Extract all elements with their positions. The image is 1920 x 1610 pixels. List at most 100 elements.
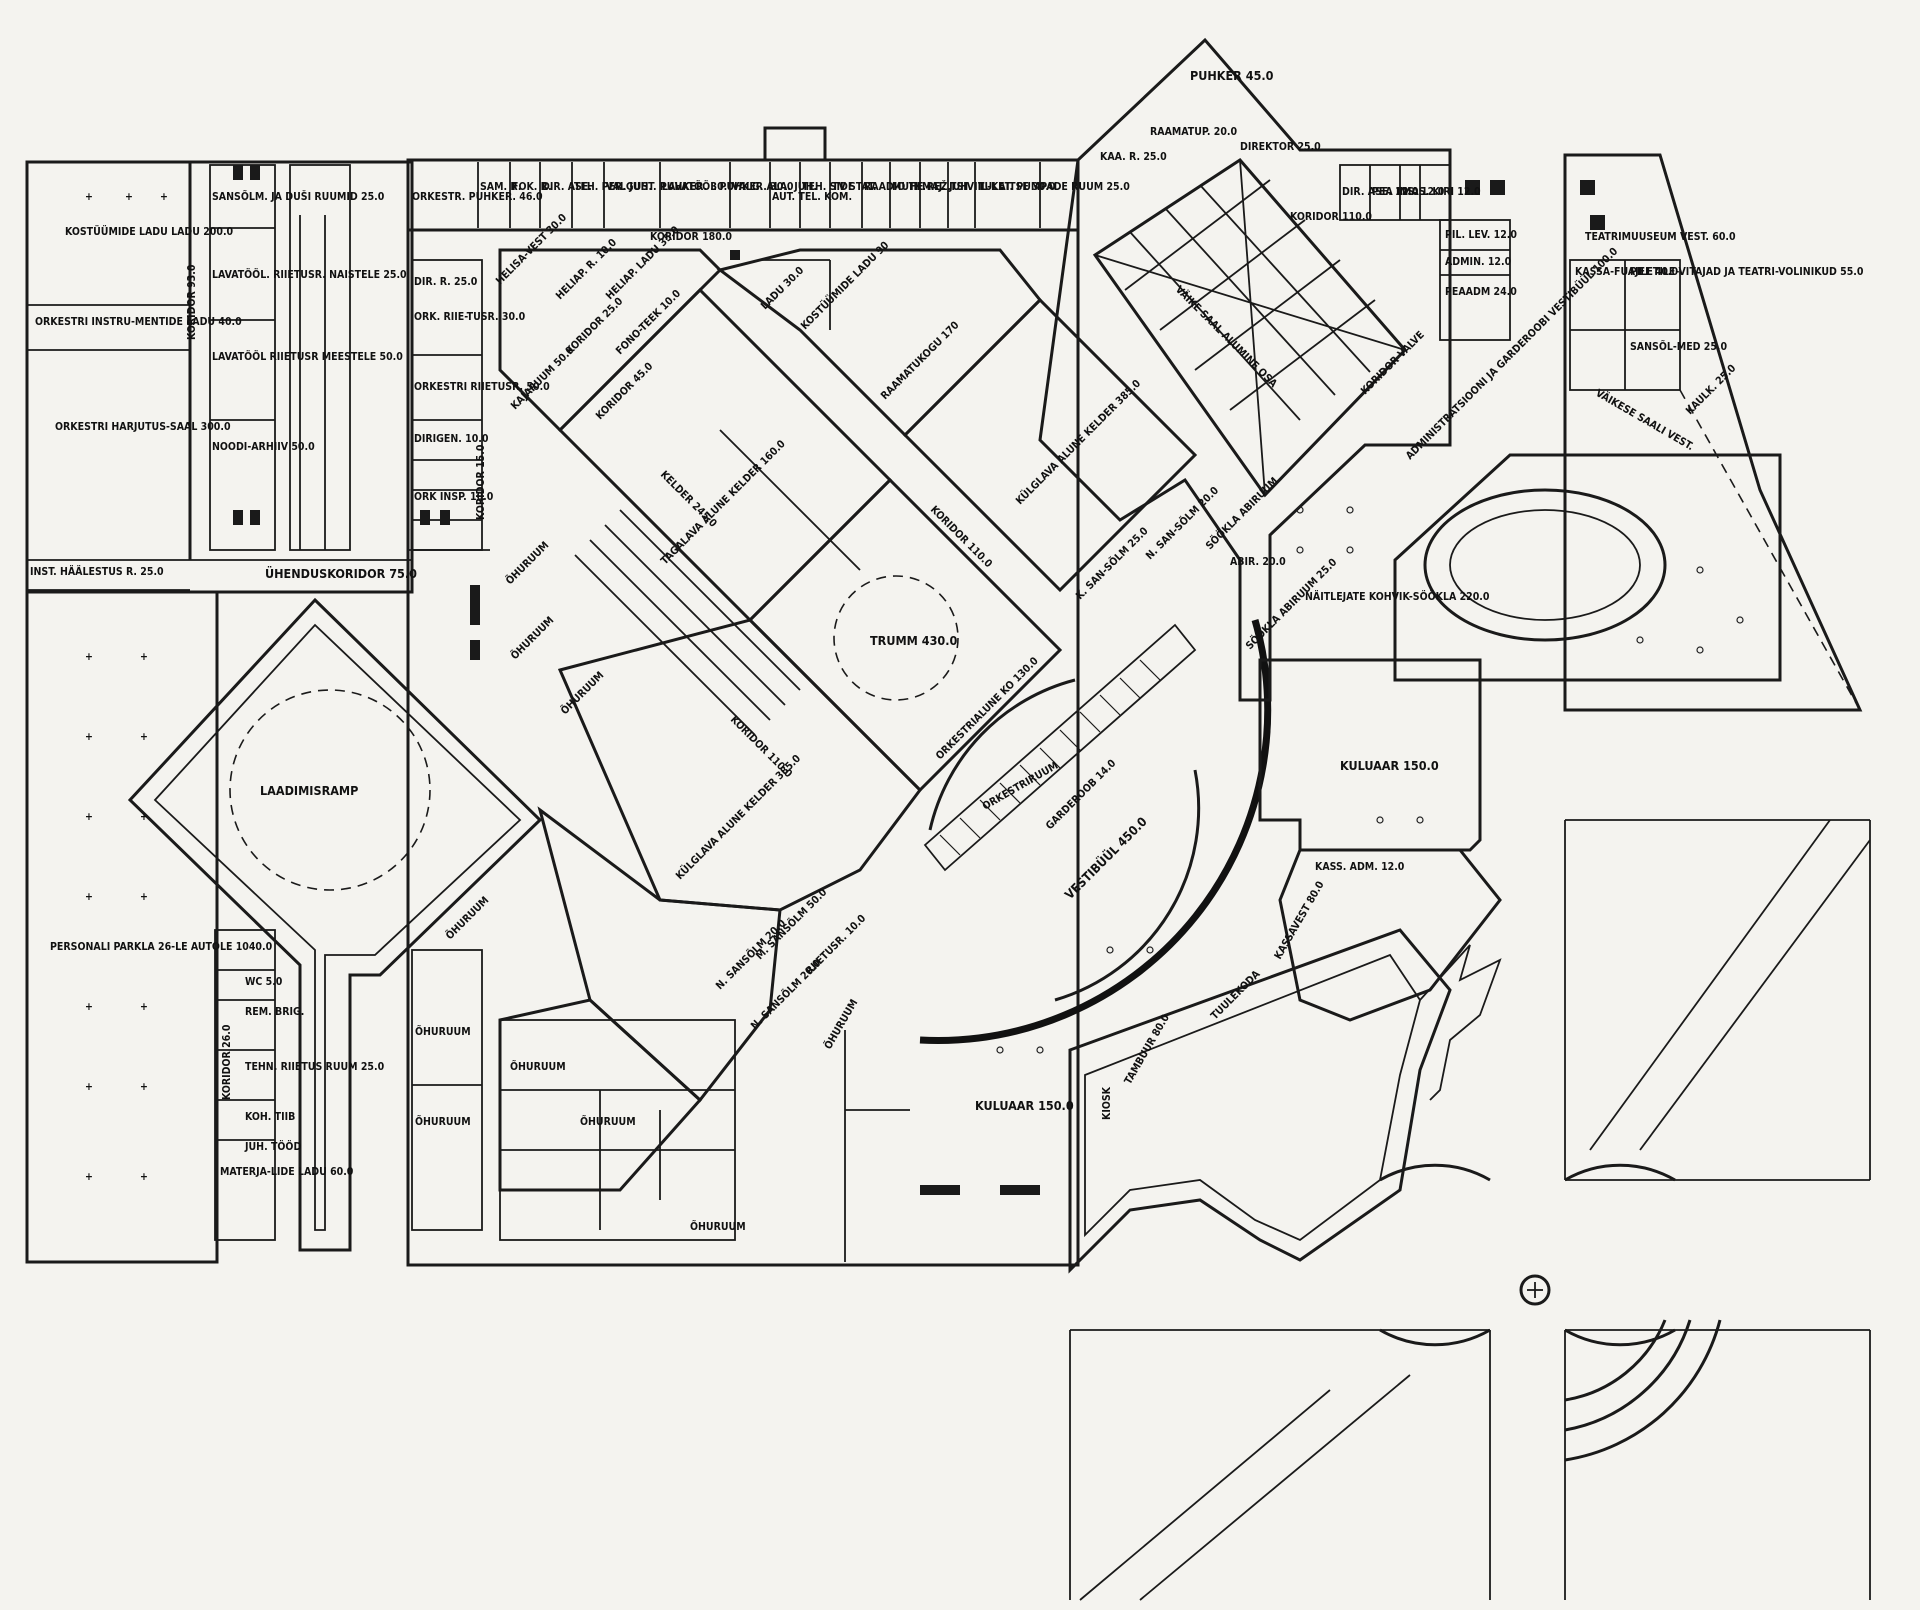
label-pea-ins: PEA INS. 12.0 (1372, 186, 1445, 198)
label-noodiarhiiv: NOODI-ARHIIV 50.0 (212, 441, 315, 453)
vestibule-curve (919, 619, 1272, 1044)
label-orkestr-puhker: ORKESTR. PUHKER. 46.0 (412, 191, 543, 203)
label-kaa-r: KAA. R. 25.0 (1100, 151, 1167, 163)
svg-text:+: + (85, 1171, 93, 1183)
label-riietusr: RIIETUSR. 10.0 (804, 912, 869, 977)
label-kuluaar-b: KULUAAR 150.0 (975, 1098, 1074, 1113)
small-hall-gridlines (1094, 159, 1406, 496)
compass-marker (1519, 1274, 1551, 1306)
label-personali-parkla: PERSONALI PARKLA 26-LE AUTOLE 1040.0 (50, 941, 273, 953)
label-sam-r: SAM. R. (480, 181, 521, 193)
label-kass-adm: KASS. ADM. 12.0 (1315, 861, 1405, 873)
label-koh-tiib: KOH. TIIB (245, 1111, 295, 1123)
label-kylglava-l: KÜLGLAVA ALUNE KELDER 385.0 (672, 751, 803, 882)
label-juhatood: JUH. TÖÖD (244, 1139, 301, 1153)
label-tsiviil-kaitse: TSIVIIL-KAITSE 30.0 (950, 181, 1056, 193)
label-raadio-tk: RAADIO TK. (864, 181, 926, 193)
label-kajaruum: KAJARUUM 50.0 (509, 344, 577, 412)
svg-text:+: + (85, 731, 93, 743)
label-sookla-abir2: SÖÖKLA ABIRUUM 25.0 (1242, 555, 1339, 652)
label-ohuruum-8: ÕHURUUM (580, 1115, 636, 1128)
label-direktor: DIREKTOR 25.0 (1240, 141, 1321, 153)
label-kassavest: KASSAVEST 80.0 (1272, 879, 1327, 962)
label-k-sans: K. SAN-SÕLM 25.0 (1073, 524, 1151, 602)
label-heliap-ladu: HELIAP. LADU 35.0 (604, 224, 682, 302)
label-ohuruum-2: ÕHURUUM (508, 614, 557, 663)
svg-text:+: + (125, 191, 133, 203)
roof-access (763, 126, 827, 162)
label-ladu-30: LADU 30.0 (759, 264, 807, 312)
label-sansolmed: SANSÕL-MED 25.0 (1630, 340, 1728, 353)
label-lavatool-puhker: LAVATÖÖL PUHKER. 30.0 (662, 179, 794, 193)
label-kassafuajee: KASSA-FUAJEE 40.0 (1575, 266, 1679, 278)
label-kuluaar-r: KULUAAR 150.0 (1340, 758, 1439, 773)
label-fono-teek: FONO-TEEK 10.0 (614, 287, 684, 357)
label-muhe-rez: MUHE REŽ. (892, 180, 951, 193)
stair-treads (939, 659, 1161, 856)
label-piletilevitajad: PILETILE-VITAJAD JA TEATRI-VOLINIKUD 55.… (1630, 266, 1864, 278)
label-kiosk: KIOSK (1101, 1086, 1113, 1120)
label-koridor-93: KORIDOR 93.0 (186, 264, 198, 340)
label-kostyymide-ladu-90: KOSTÜÜMIDE LADU 90 (797, 238, 892, 333)
label-n-sansolm: N. SANSÕLM 20.0 (713, 916, 789, 992)
label-koridor-26: KORIDOR 26.0 (221, 1024, 233, 1100)
ramp-circle (229, 689, 431, 891)
label-teh-per-juh: TEH. PER. JUH. (574, 181, 652, 193)
label-orkestri-instr: ORKESTRI INSTRU-MENTIDE LADU 40.0 (35, 316, 242, 328)
label-ohuruum-1: ÕHURUUM (503, 539, 552, 588)
svg-text:+: + (140, 651, 148, 663)
label-laadimisramp: LAADIMISRAMP (260, 783, 358, 798)
label-koridor-45: KORIDOR 45.0 (594, 360, 656, 422)
label-peaadm: PEAADM 24.0 (1445, 286, 1517, 298)
label-raamatup: RAAMATUP. 20.0 (1150, 126, 1238, 138)
label-orkestri-riietusr: ORKESTRI RIIETUSR. 50.0 (414, 381, 550, 393)
svg-text:+: + (85, 891, 93, 903)
label-ork-riietusr: ORK. RIIE-TUSR. 30.0 (414, 311, 526, 323)
svg-text:+: + (140, 731, 148, 743)
label-koridor-110-top: KORIDOR 110.0 (1290, 211, 1372, 223)
label-tehnilise: TEHN. RIIETUS RUUM 25.0 (245, 1061, 385, 1073)
label-materjalide-ladu: MATERJA-LIDE LADU 60.0 (220, 1166, 354, 1178)
label-ohuruum-3: ÕHURUUM (558, 669, 607, 718)
svg-text:+: + (85, 1081, 93, 1093)
svg-text:+: + (140, 1081, 148, 1093)
label-rem-brig: REM. BRIG. (245, 1006, 304, 1018)
label-sansolm: SANSÕLM. JA DUŠI RUUMID 25.0 (212, 190, 385, 203)
label-tulet-pumpade: TULET. PUMPADE RUUM 25.0 (978, 181, 1130, 193)
label-koridor-180: KORIDOR 180.0 (650, 231, 732, 243)
oval-court (1423, 488, 1667, 642)
label-aut-tel: AUT. TEL. KOM. (772, 191, 852, 203)
loading-ramp (127, 597, 543, 1252)
theatre-museum-wing (1563, 153, 1863, 712)
label-yhenduskoridor: ÜHENDUSKORIDOR 75.0 (265, 566, 417, 581)
top-office-row (477, 162, 1041, 228)
svg-text:+: + (160, 191, 168, 203)
diagonal-core (498, 248, 1198, 1192)
column-dots (996, 506, 1744, 1054)
label-maj-juh: MAJ. JUH. (922, 181, 972, 193)
svg-text:+: + (140, 1171, 148, 1183)
label-koridor-15: KORIDOR 15.0 (475, 444, 487, 520)
label-mas-kiri: MAS. KIRI 12.0 (1402, 186, 1481, 198)
room-labels: KOSTÜÜMIDE LADU LADU 200.0 ORKESTRI INST… (30, 68, 1864, 1233)
label-vaike-saal: VÄIKE SAAL ALUMINE OSA (1173, 282, 1281, 390)
label-vaikese-saali-vest: VÄIKESE SAALI VEST. (1594, 385, 1697, 453)
label-ohuruum-10: ÕHURUUM (821, 997, 860, 1052)
label-valgust-puhker: VALGUST. PUHKER. 30.0 (606, 181, 734, 193)
plaza-roads (1069, 819, 1871, 1601)
svg-text:+: + (140, 891, 148, 903)
label-dir-ase2: DIR. ASE. 12.0 (1342, 186, 1419, 198)
label-wc: WC 5.0 (245, 976, 283, 988)
label-admin: ADMIN. 12.0 (1445, 256, 1512, 268)
label-dir-r: DIR. R. 25.0 (414, 276, 478, 288)
svg-text:+: + (85, 651, 93, 663)
stair-blocks (233, 165, 1605, 1195)
label-m-sansolm: M. SANSÕLM 50.0 (753, 885, 830, 962)
label-teatrimuuseum: TEATRIMUUSEUM VEST. 60.0 (1585, 231, 1736, 243)
label-vestibyyl: VESTIBÜÜL 450.0 (1062, 814, 1150, 902)
label-lavatool-naistele: LAVATÖÖL. RIIETUSR. NAISTELE 25.0 (212, 267, 407, 281)
label-pil-lev: PIL. LEV. 12.0 (1445, 229, 1517, 241)
label-orkestrialune: ORKESTRIALUNE KO 130.0 (934, 655, 1041, 762)
